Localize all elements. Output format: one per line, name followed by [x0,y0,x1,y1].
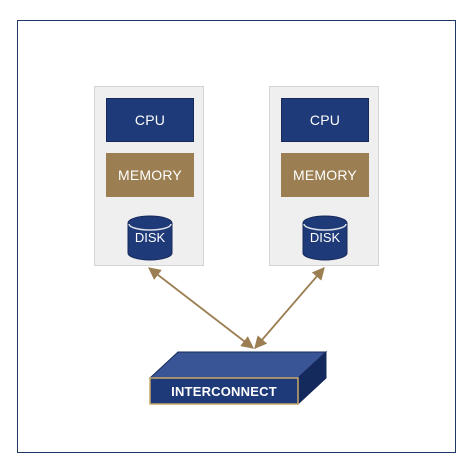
cpu-block: CPU [281,98,369,142]
disk-icon: DISK [301,214,349,262]
disk-icon: DISK [126,214,174,262]
cpu-label: CPU [309,112,341,128]
node-right: CPU MEMORY DISK [269,86,379,266]
link-right [254,267,325,349]
cpu-label: CPU [134,112,166,128]
link-left [148,267,254,349]
interconnect-label: INTERCONNECT [171,384,277,399]
interconnect-box [148,350,328,406]
memory-label: MEMORY [293,167,357,183]
disk-label: DISK [309,230,341,245]
memory-block: MEMORY [106,153,194,197]
cpu-block: CPU [106,98,194,142]
node-left: CPU MEMORY DISK [94,86,204,266]
memory-label: MEMORY [118,167,182,183]
memory-block: MEMORY [281,153,369,197]
disk-label: DISK [134,230,166,245]
